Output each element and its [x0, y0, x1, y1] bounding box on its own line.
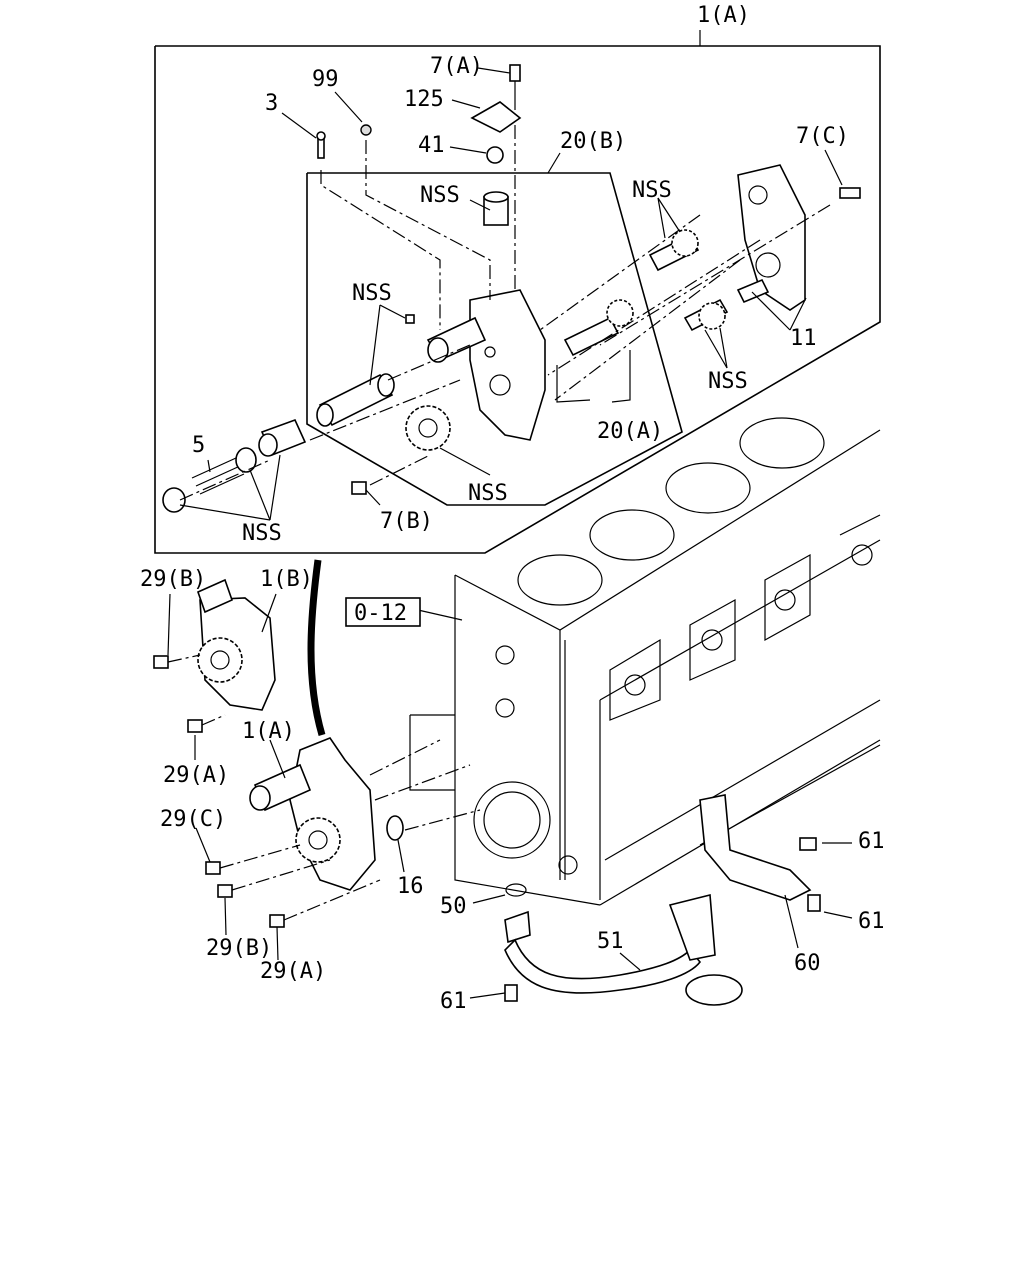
label-top-group: 1(A)	[697, 3, 750, 28]
label-51: 51	[597, 929, 624, 954]
label-nss-gears-top: NSS	[632, 178, 672, 203]
label-99: 99	[312, 67, 339, 92]
pump-assembly-1a	[205, 737, 404, 928]
label-7b: 7(B)	[380, 509, 433, 534]
label-11: 11	[790, 326, 817, 351]
engine-block	[409, 417, 881, 906]
label-1a: 1(A)	[242, 719, 295, 744]
label-nss-left: NSS	[352, 281, 392, 306]
label-16: 16	[397, 874, 424, 899]
label-20b: 20(B)	[560, 129, 626, 154]
label-29a-top: 29(A)	[163, 763, 229, 788]
label-61-left: 61	[440, 989, 467, 1014]
label-29b-bottom: 29(B)	[206, 936, 272, 961]
pump-body-upper	[162, 64, 861, 513]
label-nss-bottom: NSS	[242, 521, 282, 546]
label-125: 125	[404, 87, 444, 112]
pump-exploded-frame	[154, 30, 881, 554]
assembly-lines-top	[179, 125, 831, 501]
label-60: 60	[794, 951, 821, 976]
label-61-right: 61	[858, 909, 885, 934]
label-29c: 29(C)	[160, 807, 226, 832]
label-50: 50	[440, 894, 467, 919]
label-ref-box: 0-12	[354, 601, 407, 626]
reference-box	[345, 597, 421, 627]
leader-lines	[167, 67, 853, 999]
label-41: 41	[418, 133, 445, 158]
label-3: 3	[265, 91, 278, 116]
assembly-lines-bottom	[219, 739, 481, 921]
label-7c: 7(C)	[796, 124, 849, 149]
label-5: 5	[192, 433, 205, 458]
label-20a: 20(A)	[597, 419, 663, 444]
label-61-top: 61	[858, 829, 885, 854]
label-1b: 1(B)	[260, 567, 313, 592]
guide-curve	[307, 559, 326, 736]
label-nss-gear: NSS	[468, 481, 508, 506]
label-29b-top: 29(B)	[140, 567, 206, 592]
label-7a: 7(A)	[430, 54, 483, 79]
label-29a-bottom: 29(A)	[260, 959, 326, 984]
labels: 1(A) 7(A) 99 3 125 41 20(B) 7(C) NSS NSS…	[140, 3, 885, 1014]
oil-strainer	[504, 794, 821, 1006]
label-nss-tube: NSS	[420, 183, 460, 208]
label-nss-right: NSS	[708, 369, 748, 394]
pump-assembly-1b	[153, 578, 276, 733]
